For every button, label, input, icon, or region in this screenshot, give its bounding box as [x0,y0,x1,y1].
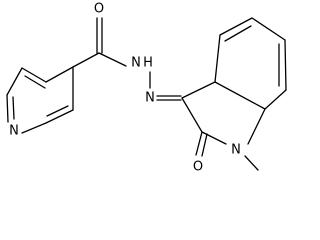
benzene-bond-4 [284,39,287,91]
five-ring-bond-3 [201,131,227,145]
benzene-bond-2-inner [224,25,252,42]
amide-hydrogen-label: H [143,56,153,71]
pyridine-bond-5 [21,122,47,134]
pyridine-bond-6-inner [46,105,69,117]
amide-linker [72,17,182,101]
imine-nitrogen-label: N [145,91,155,106]
carbonyl-to-nh-bond [98,52,127,67]
carbonyl-oxygen-label: O [94,2,104,17]
five-ring-bond-1 [181,81,216,99]
molecule-structure-diagram: O N H N N O N [6,2,287,175]
benzene-ring [214,17,287,110]
benzene-bond-2 [219,17,253,36]
pyridine-bond-4 [6,94,9,123]
five-ring-bond-4 [247,108,266,145]
pyridine-bond-1 [45,66,74,83]
benzene-bond-1 [214,34,221,83]
pyridine-bond-3 [6,67,23,96]
ring-to-carbonyl-bond [72,52,100,68]
lactam-carbonyl-bond-b [201,133,208,157]
pyridine-bond-2-inner [24,75,46,89]
benzene-bond-3 [251,17,286,41]
pyridine-bond-6 [45,109,74,124]
pyridine-bond-4-inner [12,96,15,120]
lactam-carbonyl-bond-a [195,131,203,156]
indole-nitrogen-label: N [231,143,241,158]
five-ring-bond-5 [214,81,266,110]
benzene-bond-5 [264,89,287,110]
lactam-oxygen-label: O [193,160,203,175]
pyridine-bond-2 [21,67,47,83]
pyridine-nitrogen-label: N [9,124,19,139]
pyridine-ring [6,66,74,134]
n-methyl-bond [244,155,259,171]
oxindole-core [181,81,266,171]
amide-nitrogen-label: N [131,56,141,71]
five-ring-bond-2 [181,97,203,133]
